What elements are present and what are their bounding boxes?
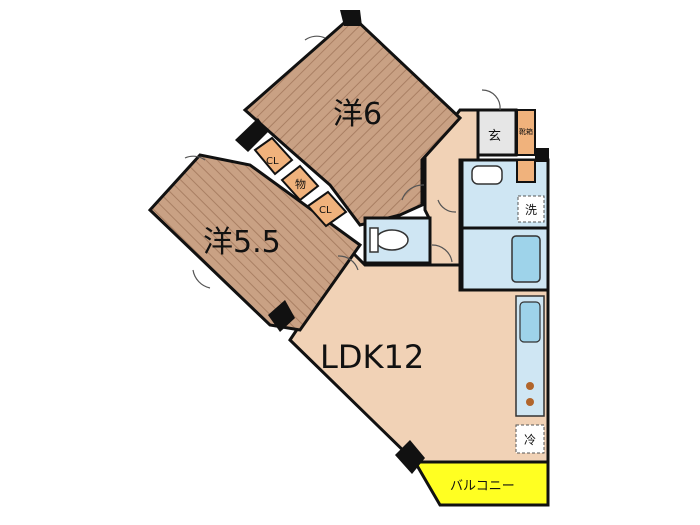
closet-2-label: CL (319, 205, 332, 216)
closet-1-label: CL (266, 156, 279, 167)
wall-pillar (340, 10, 362, 26)
fridge-space (515, 424, 545, 454)
balcony (412, 460, 550, 507)
western-room-5-5-label: 洋5.5 (203, 225, 281, 260)
closet-2 (306, 190, 348, 228)
shoe-box-label: 靴箱 (519, 127, 533, 136)
door-icon (337, 255, 359, 271)
toilet-tank-icon (369, 227, 379, 253)
ldk-label: LDK12 (320, 338, 424, 376)
storage-closet (280, 164, 320, 202)
door-icon (481, 89, 501, 111)
wash-basin-icon (471, 165, 503, 185)
stove-burner-icon (526, 398, 534, 406)
cabinet-block (516, 159, 536, 183)
door-icon (401, 184, 425, 201)
laundry-label: 洗 (525, 203, 537, 217)
storage-closet-label: 物 (295, 177, 306, 191)
bathtub-icon (511, 235, 541, 283)
wall-pillar (395, 440, 425, 474)
door-icon (431, 244, 453, 263)
stove-burner-icon (526, 382, 534, 390)
western-room-6 (242, 13, 463, 227)
wall-pillar (235, 118, 268, 152)
balcony-label: バルコニー (450, 479, 515, 494)
laundry-space (517, 195, 545, 223)
door-icon (184, 155, 206, 161)
door-icon (192, 269, 211, 289)
wall-pillar (268, 300, 295, 332)
hallway-floor (423, 108, 480, 267)
toilet-icon (375, 229, 409, 251)
entrance-label: 玄 (488, 129, 501, 144)
shoe-box (516, 109, 536, 156)
sink-icon (519, 301, 541, 343)
wall-pillar (535, 148, 549, 162)
western-room-5-5 (147, 153, 363, 332)
door-icon (437, 199, 457, 213)
fridge-label: 冷 (524, 433, 536, 447)
western-room-6-label: 洋6 (333, 97, 382, 132)
closet-1 (253, 136, 294, 176)
door-icon (304, 35, 326, 41)
